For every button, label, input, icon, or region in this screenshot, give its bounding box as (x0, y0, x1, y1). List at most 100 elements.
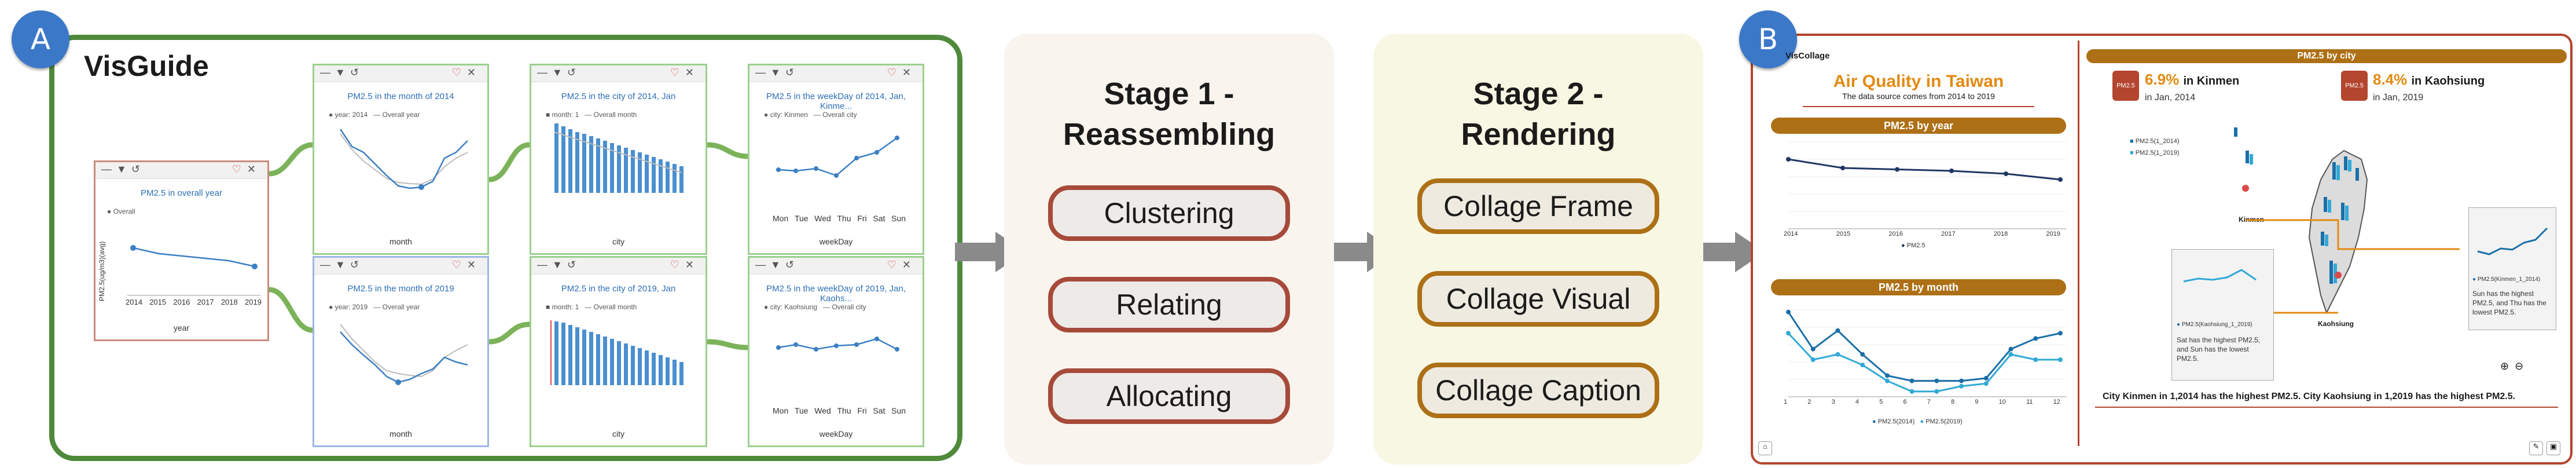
root-line-chart (127, 245, 260, 296)
month-2014-data-point (1983, 376, 1989, 381)
toolbar-right-icons[interactable]: ♡✕ (231, 163, 262, 175)
connector-city-to-weekday-2014 (707, 142, 748, 159)
root-chart-card[interactable]: —▼↺ ♡✕ PM2.5 in overall year ● Overall 2… (94, 160, 269, 341)
step-collage-caption[interactable]: Collage Caption (1417, 363, 1659, 418)
vertical-divider (2078, 41, 2079, 446)
month-line-chart (1786, 309, 2066, 397)
step-relating[interactable]: Relating (1048, 277, 1290, 332)
month-2014-data-point (1810, 346, 1816, 352)
stat1-sub: in Jan, 2014 (2145, 93, 2196, 103)
label-b-badge: B (1739, 10, 1797, 68)
inset-note: Sun has the highest PM2.5, and Thu has t… (2472, 290, 2546, 316)
stat2: 8.4% in Kaohsiung (2373, 71, 2485, 88)
card-title: PM2.5 in overall year (141, 188, 222, 198)
card-y-label: PM2.5(ug/m3)(avg) (98, 241, 106, 301)
month-chart-header: PM2.5 by month (1771, 279, 2066, 295)
chart-card-month-2014[interactable]: —▼↺♡✕ PM2.5 in the month of 2014 ● year:… (313, 64, 489, 255)
month-2014-data-point (1934, 378, 1939, 383)
stage2-title-line1: Stage 2 - (1473, 76, 1604, 111)
chart-card-city-2019[interactable]: —▼↺♡✕ PM2.5 in the city of 2019, Jan ■ m… (530, 256, 707, 447)
month-legend: ● PM2.5(2014) ● PM2.5(2019) (1872, 418, 1963, 425)
card-x-label: year (173, 323, 190, 332)
stat1-badge: PM2.5 (2112, 71, 2139, 101)
step-collage-visual[interactable]: Collage Visual (1417, 271, 1659, 327)
chart-card-month-2019[interactable]: —▼↺♡✕ PM2.5 in the month of 2019 ● year:… (313, 256, 489, 447)
map-marker-icon (2242, 185, 2249, 192)
chart-card-weekday-2019[interactable]: —▼↺♡✕ PM2.5 in the weekDay of 2019, Jan,… (748, 256, 924, 447)
month-2014-data-point (2058, 331, 2063, 336)
step-clustering[interactable]: Clustering (1048, 185, 1290, 241)
step-allocating[interactable]: Allocating (1048, 368, 1290, 424)
card-title: PM2.5 in the month of 2014 (347, 92, 454, 101)
year-data-point (2058, 177, 2063, 182)
map-marker-icon (2335, 272, 2342, 279)
inset-line-chart (2477, 227, 2548, 255)
month-2014-data-point (1959, 378, 1964, 383)
month-2019-data-point (1934, 389, 1939, 394)
connector-root-to-2014 (269, 142, 313, 177)
year-data-point (1786, 157, 1791, 162)
month-2019-data-point (1860, 363, 1865, 368)
stage1-panel: Stage 1 - Reassembling Clustering Relati… (1004, 34, 1334, 465)
connector-city-to-weekday-2019 (707, 339, 748, 350)
zoom-in-icon[interactable]: ⊕ (2500, 360, 2509, 372)
month-2019-data-point (1909, 389, 1914, 394)
card-legend: ● Overall (107, 207, 135, 215)
collage-subtitle: The data source comes from 2014 to 2019 (1842, 92, 1995, 101)
year-data-point (1949, 169, 1954, 173)
caption-rule (2095, 407, 2558, 408)
stage2-panel: Stage 2 - Rendering Collage Frame Collag… (1373, 34, 1703, 465)
step-collage-frame[interactable]: Collage Frame (1417, 178, 1659, 234)
zoom-out-icon[interactable]: ⊖ (2515, 360, 2524, 372)
collage-title: Air Quality in Taiwan (1833, 72, 2004, 91)
visguide-title: VisGuide (84, 50, 209, 82)
card-toolbar: —▼↺♡✕ (314, 65, 487, 82)
month-2014-data-point (1909, 378, 1914, 383)
month-2014-data-point (2033, 336, 2038, 341)
month-2019-data-point (2008, 352, 2013, 357)
collage-caption: City Kinmen in 1,2014 has the highest PM… (2103, 392, 2516, 401)
home-icon[interactable]: ⌂ (1758, 441, 1772, 455)
edit-icon[interactable]: ✎ (2529, 441, 2543, 455)
stat1: 6.9% in Kinmen (2145, 71, 2240, 88)
zoom-controls: ⊕ ⊖ (2500, 360, 2523, 372)
month-2019-data-point (1983, 381, 1989, 386)
heart-icon: ♡ (670, 259, 685, 270)
label-kaohsiung: Kaohsiung (2318, 320, 2354, 328)
title-rule (1803, 106, 2034, 107)
connector-2019-to-city (488, 321, 530, 345)
year-legend: ● PM2.5 (1901, 242, 1925, 249)
viscollage-app-name: VisCollage (1785, 51, 1830, 61)
month-2019-data-point (2058, 357, 2063, 362)
month-2019-data-point (2033, 357, 2038, 362)
month-2014-data-point (1860, 352, 1865, 357)
chart-card-weekday-2014[interactable]: —▼↺♡✕ PM2.5 in the weekDay of 2014, Jan,… (748, 64, 924, 255)
city-panel-header: PM2.5 by city (2086, 49, 2567, 63)
month-2014-data-point (1835, 328, 1840, 333)
month-2019-data-point (1835, 352, 1840, 357)
chart-card-city-2014[interactable]: —▼↺♡✕ PM2.5 in the city of 2014, Jan ■ m… (530, 64, 707, 255)
stage1-title-line1: Stage 1 - (1104, 76, 1234, 111)
save-icon[interactable]: ▣ (2546, 441, 2560, 455)
bar-chart (550, 320, 683, 385)
inset-kaohsiung: ● PM2.5(Kaohsiung_1_2019) Sat has the hi… (2171, 249, 2274, 381)
toolbar-left-icons[interactable]: —▼↺ (101, 163, 145, 175)
arrow-right-icon (1695, 232, 1765, 272)
month-2019-data-point (1959, 383, 1964, 389)
card-toolbar: —▼↺ ♡✕ (95, 162, 267, 179)
year-line-chart (1786, 141, 2066, 229)
month-2019-data-point (1810, 357, 1816, 362)
stage1-title-line2: Reassembling (1063, 117, 1276, 152)
heart-icon[interactable]: ♡ (231, 163, 247, 175)
stage2-title-line2: Rendering (1461, 117, 1616, 152)
year-data-point (1895, 167, 1899, 172)
tree-connectors (269, 142, 748, 350)
bar-chart (554, 123, 683, 193)
connector-root-to-2019 (269, 287, 313, 333)
inset-note: Sat has the highest PM2.5, and Sun has t… (2177, 336, 2261, 363)
year-data-point (2004, 171, 2008, 176)
month-2019-data-point (1786, 331, 1791, 336)
line-chart (776, 337, 899, 352)
